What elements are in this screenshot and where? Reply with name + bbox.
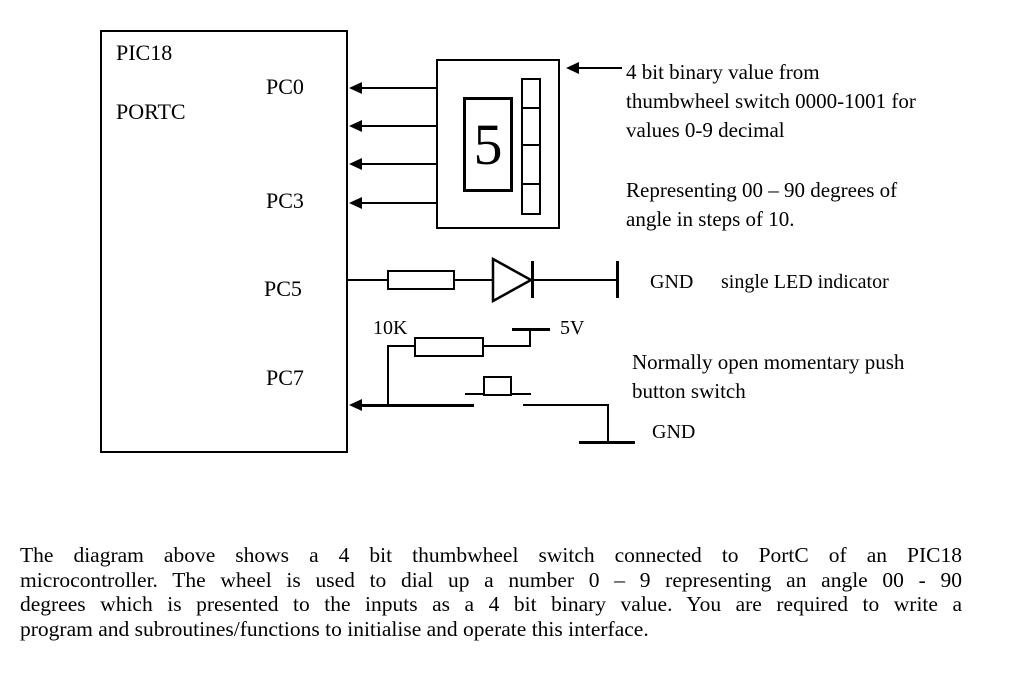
caption-paragraph: The diagram above shows a 4 bit thumbwhe… [20,543,962,641]
pin-label-pc0: PC0 [266,74,304,99]
thumbwheel-digit: 5 [473,111,503,177]
angle-note-line: angle in steps of 10. [626,207,795,231]
callout-arrowhead-icon [566,62,579,74]
caption-line: degrees which is presented to the inputs… [20,592,962,616]
mcu-port-label: PORTC [116,99,186,124]
mcu-box [100,30,348,453]
pin-label-pc3: PC3 [266,188,304,213]
wire [607,404,609,443]
thumbwheel-note-line: thumbwheel switch 0000-1001 for [626,89,916,113]
thumbwheel-digit-window: 5 [463,97,513,192]
supply-rail-bar [512,328,550,331]
caption-line: The diagram above shows a 4 bit thumbwhe… [20,543,962,567]
wheel-divider [523,107,539,109]
pin-label-pc5: PC5 [264,276,302,301]
thumbwheel-wheel-column [521,78,541,215]
gnd-bar [579,441,635,444]
arrowhead-icon [349,120,362,132]
wire [523,404,609,406]
wire [387,345,389,406]
caption-line: program and subroutines/functions to ini… [20,616,649,641]
wire [455,279,493,281]
wire [534,279,617,281]
arrowhead-icon [349,399,362,411]
wire-pc7 [361,404,474,407]
pullup-value-label: 10K [373,317,408,339]
thumbwheel-note-line: values 0-9 decimal [626,118,785,142]
led-indicator-label: single LED indicator [721,271,889,293]
arrowhead-icon [349,197,362,209]
mcu-name: PIC18 [116,40,173,65]
wheel-divider [523,183,539,185]
caption-line: microcontroller. The wheel is used to di… [20,567,962,592]
diode-cathode-bar [531,261,534,298]
wire [484,345,531,347]
gnd-terminal-bar [616,261,619,298]
wire [388,345,415,347]
arrowhead-icon [349,82,362,94]
wire [529,330,531,346]
led-resistor-symbol [387,270,455,290]
wire-pc1 [361,125,436,127]
callout-line [578,67,622,69]
pullup-resistor-symbol [414,337,484,357]
wire-pc3 [361,202,436,204]
button-note-line: button switch [632,379,746,403]
button-actuator-symbol [483,376,512,396]
wire-pc5 [346,279,388,281]
led-gnd-label: GND [650,271,694,293]
wheel-divider [523,144,539,146]
wire-pc0 [361,87,436,89]
thumbwheel-note-line: 4 bit binary value from [626,60,820,84]
wire-pc2 [361,163,436,165]
pin-label-pc7: PC7 [266,365,304,390]
button-gnd-label: GND [652,421,696,443]
angle-note-line: Representing 00 – 90 degrees of [626,178,898,202]
arrowhead-icon [349,158,362,170]
button-note-line: Normally open momentary push [632,350,905,374]
led-diode-symbol [491,256,534,304]
supply-value-label: 5V [560,317,585,339]
